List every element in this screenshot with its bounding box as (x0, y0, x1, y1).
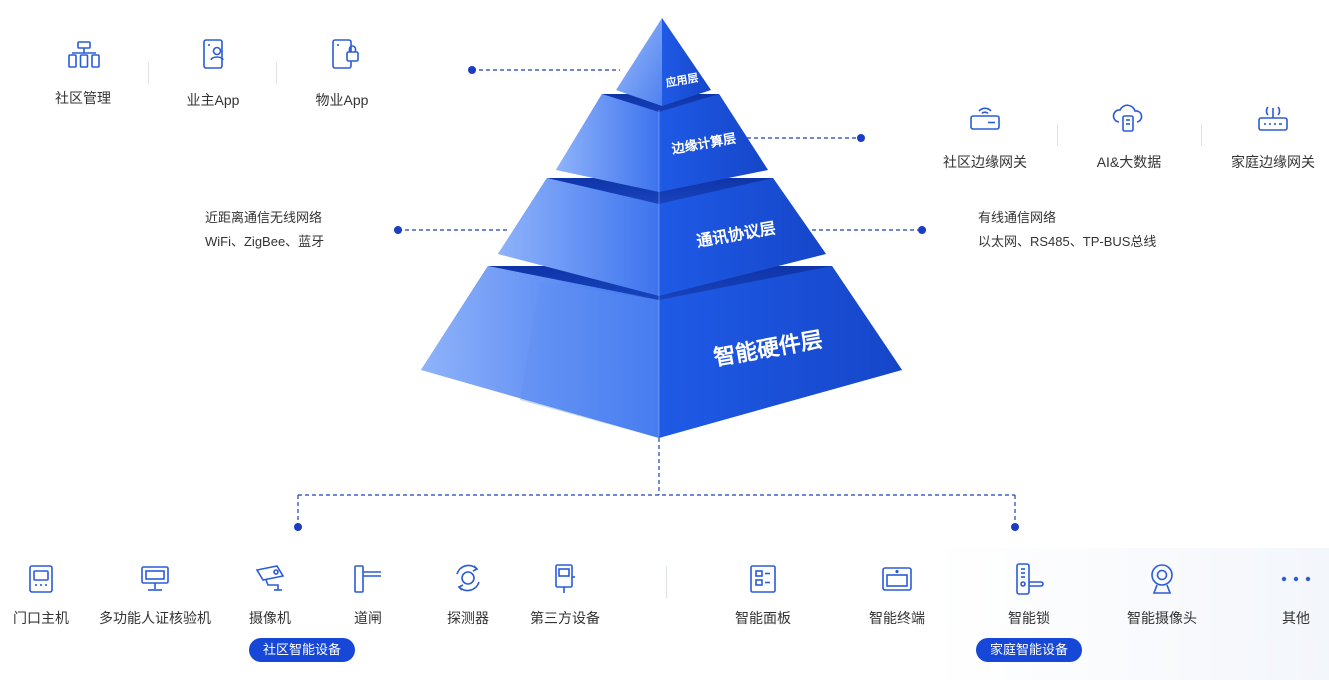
id-verifier-icon (141, 566, 169, 591)
community-devices-badge: 社区智能设备 (249, 638, 356, 662)
phone-user-icon (203, 39, 224, 69)
more-icon (1281, 576, 1311, 582)
smart-lock-icon (1016, 563, 1044, 595)
layer-hardware (421, 266, 902, 438)
device-label-third-party: 第三方设备 (530, 610, 600, 626)
wireless-network-note: 近距离通信无线网络 WiFi、ZigBee、蓝牙 (205, 206, 324, 254)
separator (1201, 124, 1202, 146)
device-label-camera: 摄像机 (249, 610, 291, 626)
app-label-owner: 业主App (186, 92, 240, 108)
app-label-property: 物业App (315, 92, 369, 108)
app-label-community: 社区管理 (55, 90, 111, 106)
wired-protocols: 以太网、RS485、TP-BUS总线 (978, 234, 1157, 249)
phone-lock-icon (332, 39, 359, 69)
smart-panel-icon (750, 565, 776, 593)
device-label-webcam: 智能摄像头 (1127, 610, 1197, 626)
webcam-icon (1151, 564, 1173, 594)
device-label-other: 其他 (1282, 610, 1310, 626)
edge-label-home-gateway: 家庭边缘网关 (1231, 154, 1315, 170)
device-label-detector: 探测器 (447, 610, 489, 626)
cloud-chip-icon (1112, 104, 1143, 132)
separator (1057, 124, 1058, 146)
edge-label-ai-bigdata: AI&大数据 (1096, 154, 1162, 170)
layer-edge (556, 94, 768, 192)
home-gateway-icon (1258, 106, 1288, 131)
home-devices-badge: 家庭智能设备 (976, 638, 1083, 662)
smart-terminal-icon (882, 567, 912, 591)
detector-icon (456, 564, 480, 592)
edge-label-community-gateway: 社区边缘网关 (943, 154, 1027, 170)
device-label-smart-terminal: 智能终端 (869, 610, 925, 626)
camera-icon (255, 565, 285, 591)
device-label-smart-panel: 智能面板 (735, 610, 791, 626)
separator (148, 62, 149, 84)
device-label-door-station: 门口主机 (13, 610, 69, 626)
barrier-gate-icon (354, 565, 381, 593)
device-label-barrier-gate: 道闸 (354, 610, 382, 626)
separator (666, 566, 667, 598)
connector-dots (294, 66, 1019, 531)
device-label-id-verifier: 多功能人证核验机 (99, 610, 211, 626)
separator (276, 62, 277, 84)
wireless-protocols: WiFi、ZigBee、蓝牙 (205, 234, 325, 249)
device-label-smart-lock: 智能锁 (1008, 610, 1050, 626)
layer-protocol (498, 178, 826, 296)
wired-network-note: 有线通信网络 以太网、RS485、TP-BUS总线 (978, 206, 1156, 254)
third-party-device-icon (555, 564, 575, 593)
wireless-title: 近距离通信无线网络 (205, 210, 323, 225)
layer-application (616, 18, 711, 106)
door-station-icon (29, 565, 53, 593)
router-icon (970, 107, 1000, 130)
device-panel (0, 548, 1329, 680)
wired-title: 有线通信网络 (978, 210, 1057, 225)
layer-label-application: 应用层 (665, 70, 700, 90)
org-chart-icon (68, 41, 100, 68)
